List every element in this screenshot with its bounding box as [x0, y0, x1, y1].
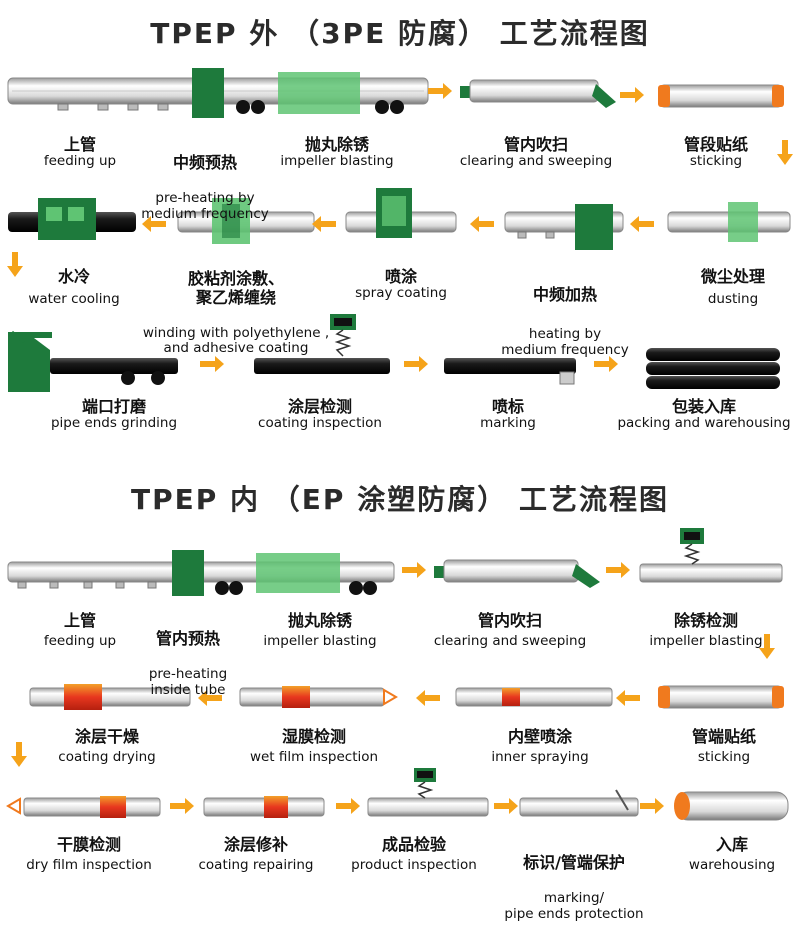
step2-dry-film: 干膜检测 dry film inspection: [26, 835, 152, 874]
step2-preheating-inside: 管内预热 pre-heating inside tube: [148, 629, 228, 698]
step-packing-warehousing: 包装入库 packing and warehousing: [617, 397, 791, 432]
heater-box-icon: [192, 68, 224, 118]
step2-impeller-blasting: 抛丸除锈 impeller blasting: [263, 611, 377, 650]
step2-clearing-sweeping: 管内吹扫 clearing and sweeping: [433, 611, 587, 650]
marking-pipe: [444, 358, 576, 385]
step-pipe-ends-grinding: 端口打磨 pipe ends grinding: [50, 397, 178, 432]
spring-icon: [683, 543, 701, 565]
step2-warehousing: 入库 warehousing: [688, 835, 776, 874]
step2-blasting-inspection: 除锈检测 impeller blasting: [649, 611, 763, 650]
arrow-left-icon: [416, 690, 440, 706]
drying-pipe: [29, 684, 191, 710]
arrow-down-icon: [11, 742, 27, 767]
sweeping-pipe-2: [434, 559, 600, 588]
arrow-right-icon: [336, 798, 360, 814]
product-inspection: [367, 768, 489, 817]
process-diagram: [6, 68, 793, 821]
rollers: [236, 100, 404, 114]
heater-box-icon: [172, 550, 204, 596]
rollers: [215, 581, 377, 595]
arrow-right-icon: [402, 562, 426, 578]
coating-inspection: [254, 314, 390, 374]
arrow-down-icon: [777, 140, 793, 165]
step2-coating-drying: 涂层干燥 coating drying: [58, 727, 156, 766]
spray-nozzle-icon: [615, 789, 629, 811]
warehousing-pipe: [674, 791, 789, 821]
step-impeller-blasting: 抛丸除锈 impeller blasting: [280, 135, 394, 170]
end-sticking-pipe: [658, 685, 784, 709]
blasting-chamber-icon: [256, 553, 340, 593]
arrow-left-icon: [630, 216, 654, 232]
step-clearing-sweeping: 管内吹扫 clearing and sweeping: [459, 135, 613, 170]
heating-pipe: [504, 204, 624, 250]
spring-icon: [334, 329, 352, 357]
wet-film-pipe: [239, 686, 398, 708]
arrow-left-icon: [142, 216, 166, 232]
arrow-right-icon: [170, 798, 194, 814]
step2-wet-film: 湿膜检测 wet film inspection: [249, 727, 379, 766]
step2-inner-spraying: 内壁喷涂 inner spraying: [491, 727, 589, 766]
step-water-cooling: 水冷 water cooling: [28, 267, 120, 308]
arrow-right-icon: [640, 798, 664, 814]
arrow-right-icon: [428, 83, 452, 99]
step-dusting: 微尘处理 dusting: [700, 267, 765, 308]
arrow-left-icon: [616, 690, 640, 706]
spray-nozzle-icon: [559, 371, 575, 385]
step-heating: 中频加热 heating by medium frequency: [501, 285, 629, 358]
sweeping-pipe: [460, 79, 616, 108]
winding-pipe: [177, 198, 315, 244]
step2-coating-repairing: 涂层修补 coating repairing: [198, 835, 314, 874]
pipe-bundle: [646, 348, 780, 389]
water-cooling-pipe: [8, 198, 136, 240]
step-spray-coating: 喷涂 spray coating: [355, 267, 447, 302]
repair-pipe: [203, 796, 325, 818]
arrow-right-icon: [594, 356, 618, 372]
step2-feeding-up: 上管 feeding up: [43, 611, 117, 650]
arrow-right-icon: [494, 798, 518, 814]
spring-icon: [417, 781, 434, 799]
arrow-left-icon: [470, 216, 494, 232]
blasting-chamber-icon: [278, 72, 360, 114]
arrow-down-icon: [759, 634, 775, 659]
section2-title: TPEP 内 （EP 涂塑防腐） 工艺流程图: [131, 483, 669, 516]
dry-film-pipe: [6, 796, 161, 818]
step2-end-sticking: 管端贴纸 sticking: [691, 727, 756, 766]
arrow-down-icon: [7, 252, 23, 277]
step-sticking: 管段贴纸 sticking: [683, 135, 748, 170]
step2-product-inspection: 成品检验 product inspection: [351, 835, 477, 874]
inner-spray-pipe: [455, 687, 613, 707]
grinding-machine: [8, 330, 178, 392]
dusting-pipe: [667, 202, 791, 242]
spray-coating-pipe: [345, 188, 457, 238]
arrow-right-icon: [404, 356, 428, 372]
arrow-left-icon: [198, 690, 222, 706]
step-coating-inspection: 涂层检测 coating inspection: [258, 397, 382, 432]
section1-title: TPEP 外 （3PE 防腐） 工艺流程图: [150, 17, 650, 50]
step-preheating: 中频预热 pre-heating by medium frequency: [141, 153, 269, 222]
marking-protection-pipe: [519, 789, 639, 817]
step-feeding-up: 上管 feeding up: [43, 135, 117, 170]
sticking-pipe: [658, 84, 784, 108]
step2-marking-protection: 标识/管端保护 marking/ pipe ends protection: [504, 853, 644, 922]
arrow-right-icon: [200, 356, 224, 372]
step-marking: 喷标 marking: [480, 397, 536, 432]
step-winding: 胶粘剂涂敷、 聚乙烯缠绕 winding with polyethylene ,…: [142, 269, 330, 357]
arrow-right-icon: [606, 562, 630, 578]
arrow-right-icon: [620, 87, 644, 103]
blasting-inspection: [639, 528, 783, 583]
arrow-left-icon: [312, 216, 336, 232]
